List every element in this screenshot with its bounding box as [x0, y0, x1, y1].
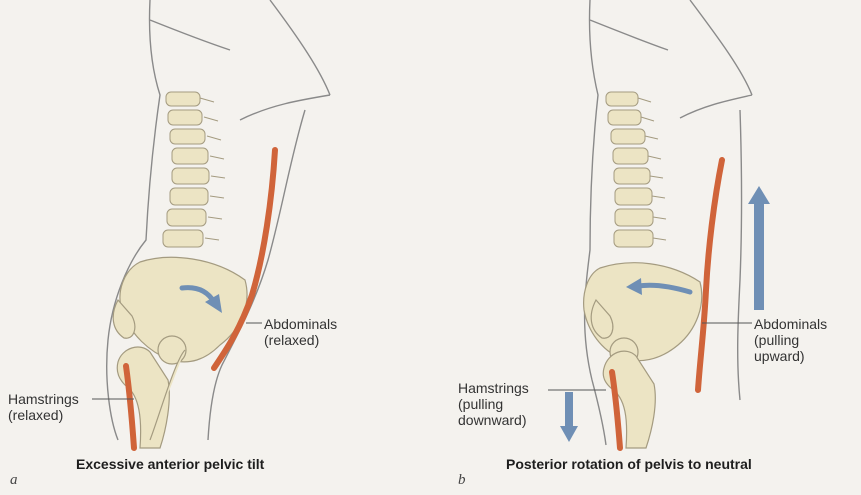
- panel-a-abdominal-muscle: [211, 147, 278, 371]
- panel-a-abdominals-label: Abdominals (relaxed): [264, 316, 337, 348]
- panel-b-downward-arrow: [560, 392, 578, 442]
- panel-b-hamstrings-label: Hamstrings (pulling downward): [458, 380, 529, 428]
- panel-a-hamstrings-label: Hamstrings (relaxed): [8, 391, 79, 423]
- panel-b-caption: Posterior rotation of pelvis to neutral: [506, 456, 752, 472]
- panel-a-hamstring-muscle: [123, 363, 137, 451]
- panel-a-figure: [92, 0, 331, 451]
- panel-b-abdominals-line-1: Abdominals: [754, 316, 828, 332]
- panel-a-femur: [116, 346, 186, 449]
- panel-b-abdominal-muscle: [695, 157, 725, 393]
- panel-a-hamstrings-line-1: Hamstrings: [8, 391, 79, 407]
- panel-b-abdominals-label: Abdominals (pulling upward): [754, 316, 827, 364]
- panel-a-pelvis: [112, 256, 248, 365]
- panel-a-abdominals-line-1: Abdominals: [264, 316, 338, 332]
- panel-a-caption: Excessive anterior pelvic tilt: [76, 456, 265, 472]
- panel-a-spine: [162, 91, 226, 248]
- panel-b-hamstrings-line-1: Hamstrings: [458, 380, 529, 396]
- panel-b-femur: [602, 350, 656, 449]
- panel-b-abdominals-line-3: upward): [754, 348, 805, 364]
- panel-b-spine: [605, 91, 667, 248]
- panel-a-hamstrings-line-2: (relaxed): [8, 407, 64, 423]
- panel-b-hamstrings-line-3: downward): [458, 412, 527, 428]
- panel-b-hamstrings-line-2: (pulling: [458, 396, 504, 412]
- panel-b-body-outline: [583, 0, 753, 446]
- panel-b-rotation-arrow: [626, 278, 693, 295]
- panel-a-abdominals-line-2: (relaxed): [264, 332, 320, 348]
- panel-a-letter: a: [10, 472, 18, 488]
- panel-a-body-outline: [106, 0, 331, 441]
- panel-b-pelvis: [583, 262, 703, 367]
- panel-b-letter: b: [458, 472, 466, 488]
- panel-b-hamstring-muscle: [609, 369, 623, 451]
- panel-b-figure: [548, 0, 770, 451]
- panel-b-upward-arrow: [748, 186, 770, 310]
- panel-b-abdominals-line-2: (pulling: [754, 332, 800, 348]
- panel-a-rotation-arrow: [179, 285, 222, 313]
